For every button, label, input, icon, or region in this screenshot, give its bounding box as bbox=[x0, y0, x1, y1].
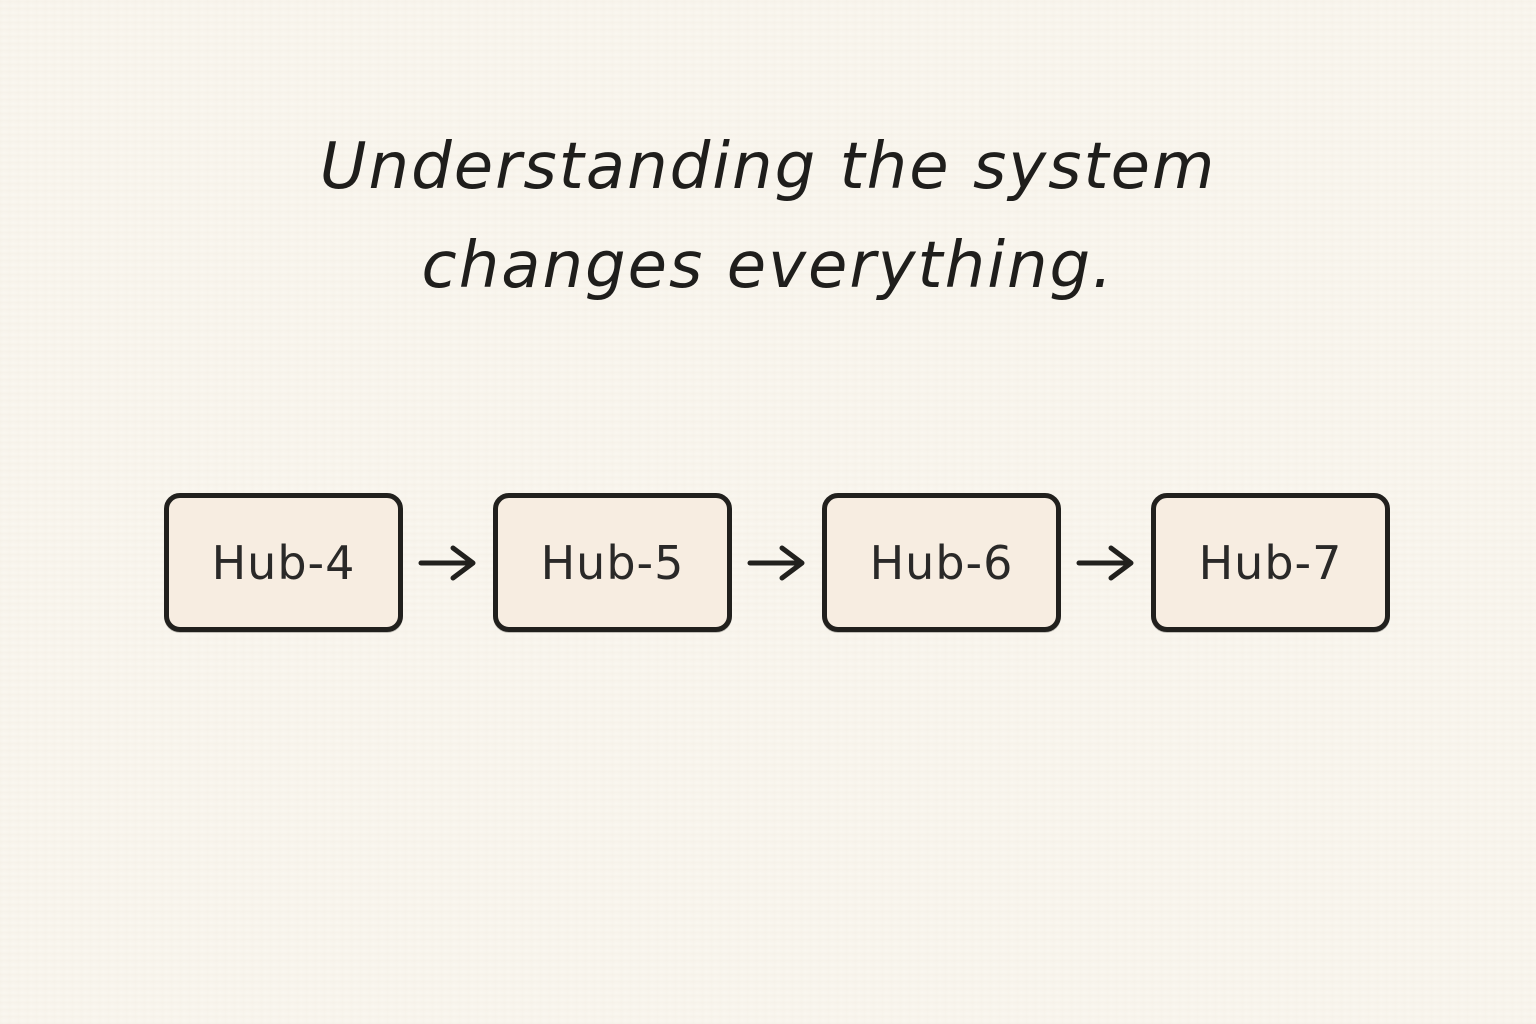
right-arrow-icon bbox=[1061, 493, 1151, 632]
diagram-title: Understanding the system changes everyth… bbox=[0, 118, 1536, 316]
node-label: Hub-7 bbox=[1198, 535, 1343, 590]
right-arrow-icon bbox=[403, 493, 493, 632]
flow-node-hub-4: Hub-4 bbox=[164, 493, 403, 632]
flow-node-hub-5: Hub-5 bbox=[493, 493, 732, 632]
flow-node-hub-6: Hub-6 bbox=[822, 493, 1061, 632]
right-arrow-icon bbox=[732, 493, 822, 632]
node-label: Hub-4 bbox=[211, 535, 356, 590]
flow-node-hub-7: Hub-7 bbox=[1151, 493, 1390, 632]
title-line-2: changes everything. bbox=[421, 229, 1115, 304]
node-label: Hub-6 bbox=[869, 535, 1014, 590]
flow-diagram: Hub-4 Hub-5 Hub-6 Hu bbox=[164, 493, 1390, 632]
title-line-1: Understanding the system bbox=[319, 130, 1217, 204]
node-label: Hub-5 bbox=[540, 535, 685, 590]
